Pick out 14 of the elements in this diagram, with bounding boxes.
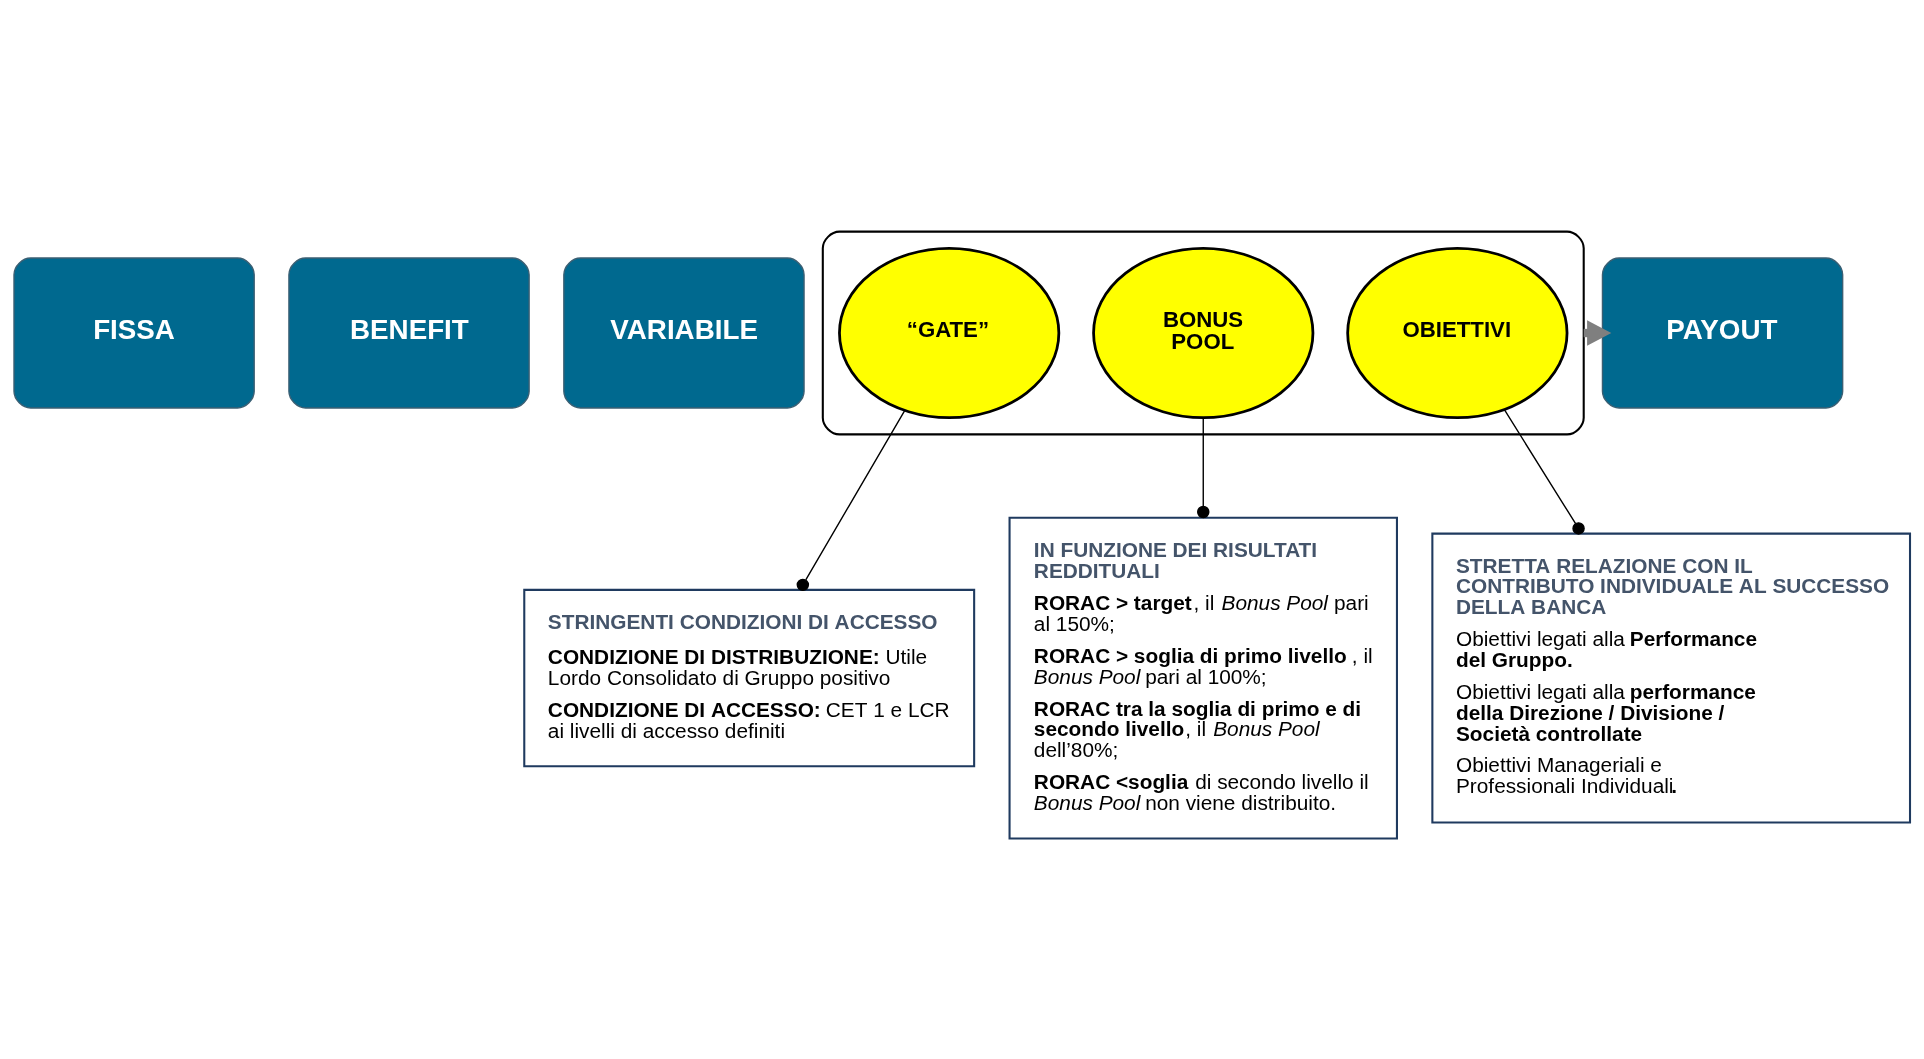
node-box: IN FUNZIONE DEI RISULTATI REDDITUALI RORAC > target, il Bonus Pool pari al 150%; RORAC > soglia di primo livello, il Bonus Pool pari al 100%; RORAC tra la soglia di primo e di secondo livello, il Bonus Pool dell’80%; RORAC <soglia di secondo livello il Bonus Pool non viene distribuito.	[1008, 516, 1398, 840]
node-ellipse: “GATE”	[838, 246, 1061, 420]
node-box: STRINGENTI CONDIZIONI DI ACCESSO CONDIZIONE DI DISTRIBUZIONE: Utile Lordo Consolidato di Gruppo positivo CONDIZIONE DI ACCESSO: CET 1 e LCR ai livelli di accesso definiti	[523, 588, 976, 768]
node-box: PAYOUT	[1601, 257, 1844, 409]
node-box: STRETTA RELAZIONE CON IL CONTRIBUTO INDIVIDUALE AL SUCCESSO DELLA BANCA Obiettivi legati alla Performance del Gruppo. Obiettivi legati alla performance della Direzione / Divisione / Società controllate Obiettivi Manageriali e Professionali Individuali.	[1431, 532, 1912, 824]
connector	[1503, 409, 1585, 535]
node-box: BENEFIT	[288, 257, 530, 409]
node-box: VARIABILE	[563, 257, 805, 409]
node-box: FISSA	[13, 257, 255, 409]
node-ellipse: OBIETTIVI	[1346, 246, 1569, 420]
connector	[1197, 417, 1210, 519]
cluster	[821, 230, 1585, 436]
node-ellipse: BONUS POOL	[1092, 246, 1315, 420]
connector	[796, 410, 906, 592]
